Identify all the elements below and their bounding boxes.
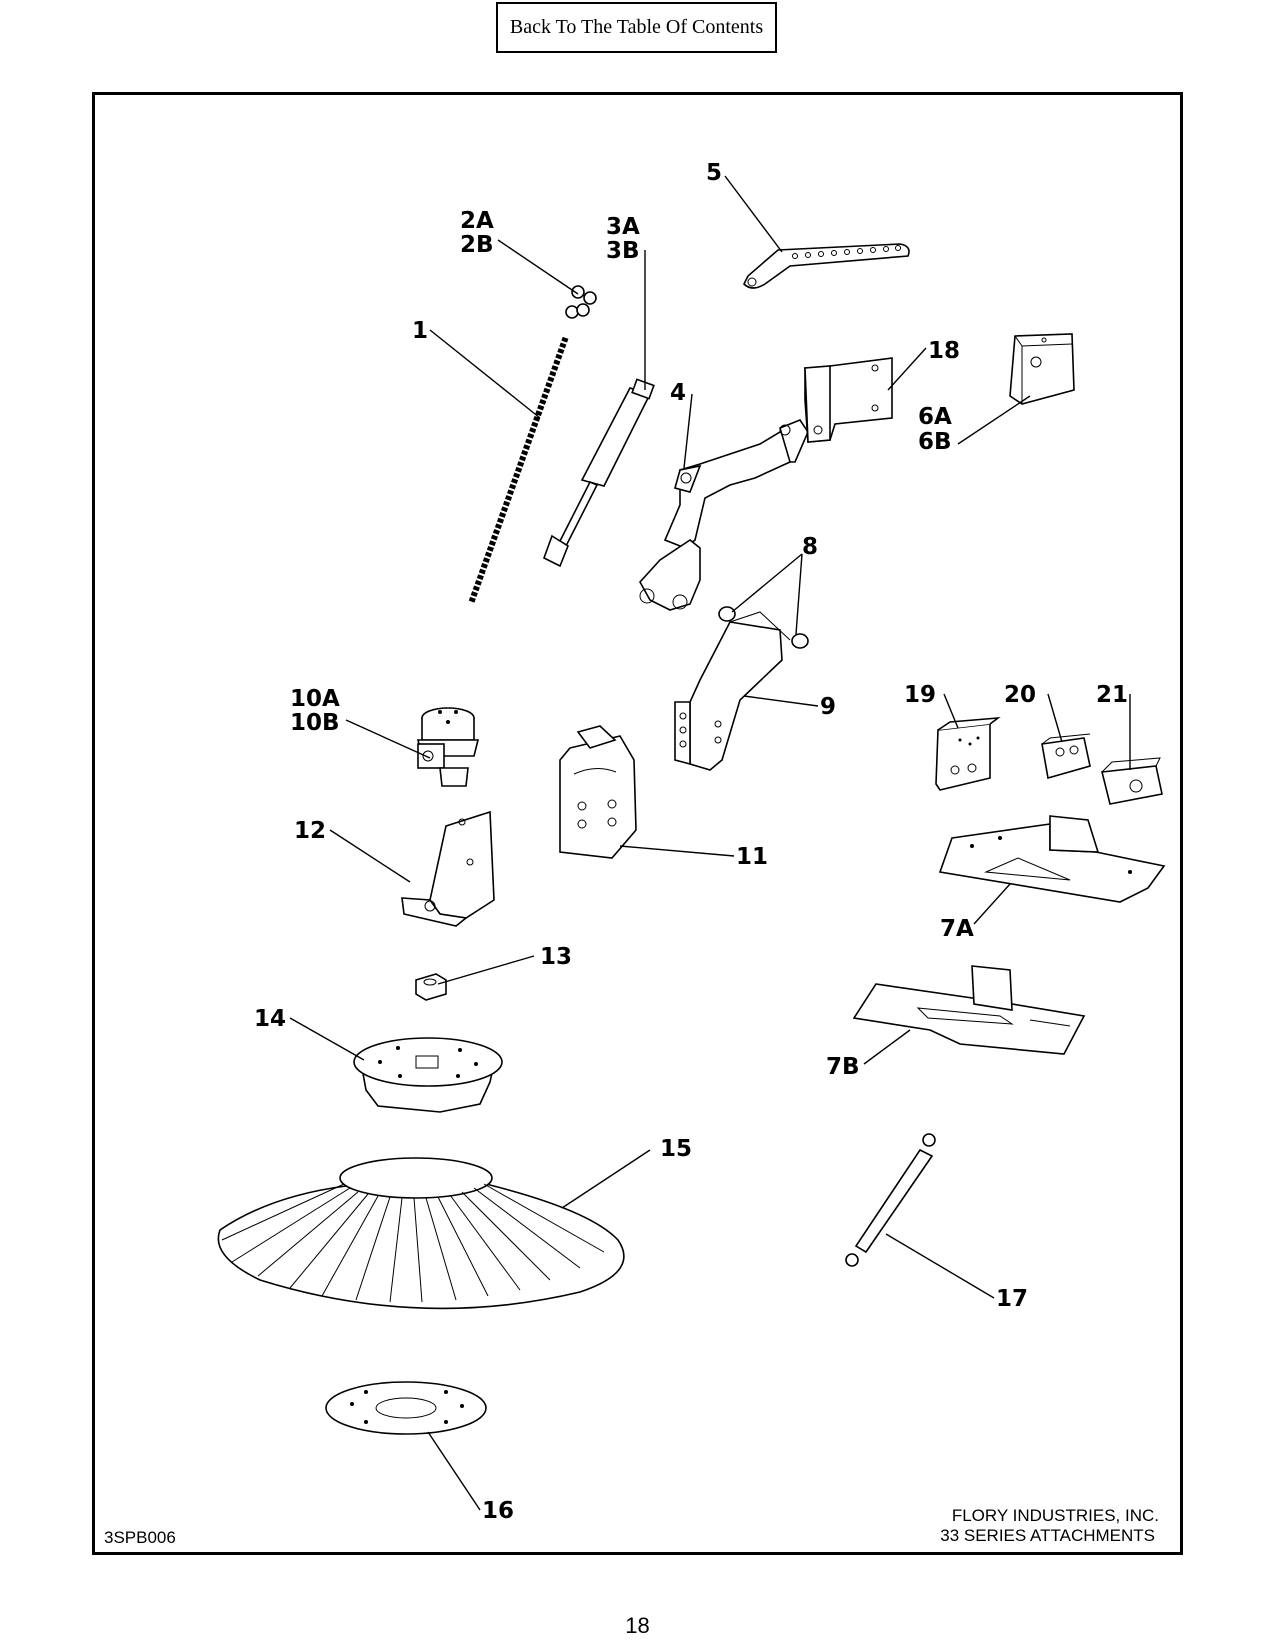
callout-7b: 7B bbox=[826, 1054, 860, 1080]
part-17-shaft bbox=[845, 1133, 936, 1267]
part-1-chain bbox=[468, 336, 570, 604]
part-16-washer-plate bbox=[325, 1381, 487, 1435]
callout-4: 4 bbox=[670, 380, 686, 406]
callout-3a: 3A bbox=[606, 214, 640, 240]
callout-9: 9 bbox=[820, 694, 836, 720]
callout-12: 12 bbox=[294, 818, 326, 844]
callout-3b: 3B bbox=[606, 238, 640, 264]
callout-15: 15 bbox=[660, 1136, 692, 1162]
part-8-bushings bbox=[718, 606, 809, 649]
part-13-nut bbox=[415, 973, 447, 1001]
part-7b-mount-plate bbox=[852, 965, 1086, 1055]
company-name: FLORY INDUSTRIES, INC. bbox=[951, 1506, 1159, 1525]
callout-1: 1 bbox=[412, 318, 428, 344]
callout-18: 18 bbox=[928, 338, 960, 364]
part-12-motor-bracket bbox=[401, 810, 495, 927]
part-7a-mount-plate bbox=[938, 815, 1166, 903]
series-name: 33 SERIES ATTACHMENTS bbox=[940, 1526, 1155, 1545]
callout-8: 8 bbox=[802, 534, 818, 560]
callout-2a: 2A bbox=[460, 208, 494, 234]
drawing-frame bbox=[92, 92, 1183, 1555]
part-9-lower-arm bbox=[674, 611, 791, 771]
callout-17: 17 bbox=[996, 1286, 1028, 1312]
part-11-mounting-plate bbox=[559, 725, 637, 859]
page-number: 18 bbox=[625, 1613, 650, 1638]
back-to-toc-link[interactable]: Back To The Table Of Contents bbox=[496, 2, 777, 53]
part-21-block bbox=[1101, 757, 1163, 805]
callout-11: 11 bbox=[736, 844, 768, 870]
part-14-brush-hub bbox=[353, 1037, 503, 1113]
callout-labels: 5 2A 2B 3A 3B 1 18 4 6A 6B 8 10A 10B 19 … bbox=[254, 160, 1128, 1524]
callout-6b: 6B bbox=[918, 429, 952, 455]
drawing-number: 3SPB006 bbox=[104, 1528, 176, 1547]
callout-10a: 10A bbox=[290, 686, 340, 712]
callout-16: 16 bbox=[482, 1498, 514, 1524]
part-2-chain-link bbox=[565, 285, 597, 319]
part-10-hydraulic-motor bbox=[416, 707, 480, 787]
part-15-brush-cone bbox=[217, 1157, 625, 1310]
callout-7a: 7A bbox=[940, 916, 974, 942]
part-3-hydraulic-cylinder bbox=[543, 378, 655, 568]
callout-13: 13 bbox=[540, 944, 572, 970]
callout-20: 20 bbox=[1004, 682, 1036, 708]
part-5-adjustment-bar bbox=[743, 243, 910, 289]
callout-2b: 2B bbox=[460, 232, 494, 258]
part-20-valve bbox=[1041, 733, 1091, 780]
callout-10b: 10B bbox=[290, 710, 340, 736]
callout-6a: 6A bbox=[918, 404, 952, 430]
callout-5: 5 bbox=[706, 160, 722, 186]
part-6-valve-block bbox=[1009, 333, 1075, 405]
leader-lines bbox=[289, 175, 1131, 1511]
part-19-manifold bbox=[935, 716, 1001, 791]
callout-19: 19 bbox=[904, 682, 936, 708]
part-18-bracket bbox=[804, 357, 893, 443]
callout-21: 21 bbox=[1096, 682, 1128, 708]
callout-14: 14 bbox=[254, 1006, 286, 1032]
part-4-main-arm bbox=[639, 419, 809, 611]
